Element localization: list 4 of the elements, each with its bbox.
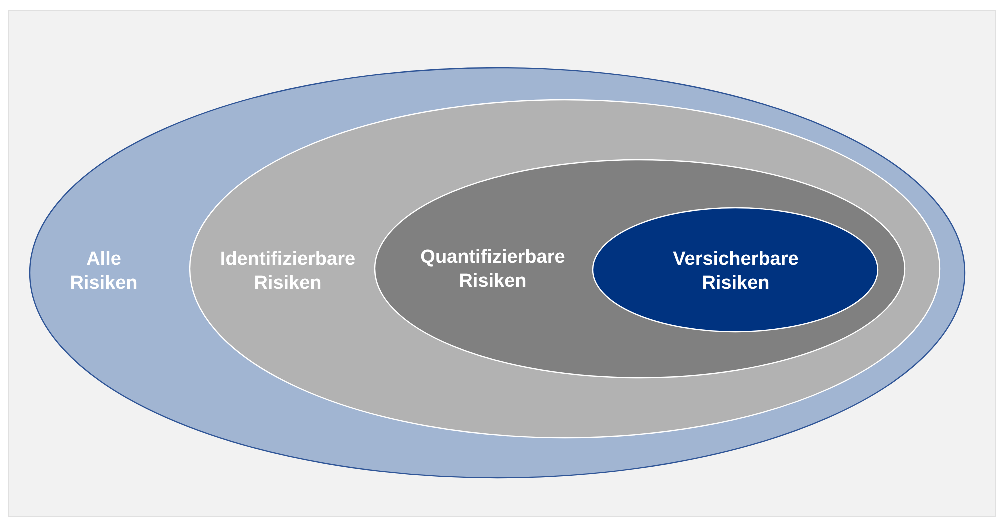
- ellipse-label: Versicherbare Risiken: [672, 248, 800, 296]
- ellipse-label: Identifizierbare Risiken: [219, 248, 357, 296]
- ellipse-label: Alle Risiken: [69, 248, 139, 296]
- ellipse-label: Quantifizierbare Risiken: [420, 246, 566, 294]
